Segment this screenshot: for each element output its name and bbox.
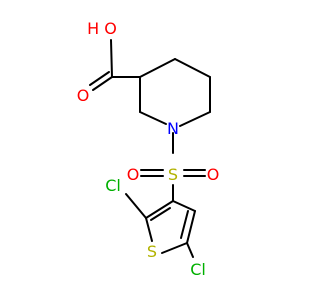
atom-label-nitrogen: N <box>167 119 179 138</box>
bond-c-oh <box>110 39 113 78</box>
bond-n-c2 <box>139 111 167 125</box>
bond-c5-c4-thiophene <box>186 210 196 244</box>
bond-c2-s-thiophene <box>145 217 153 242</box>
bond-c5-cl <box>186 242 194 258</box>
bond-c4-c5 <box>174 58 211 78</box>
atom-label-hydroxyl: H O <box>87 19 117 38</box>
atom-label-chlorine-left: Cl <box>105 176 121 195</box>
atom-label-chlorine-right: Cl <box>190 260 206 279</box>
atom-label-sulfonyl-sulfur: S <box>168 165 178 184</box>
atom-label-carbonyl-oxygen: O <box>77 86 90 105</box>
bond-c3-c4 <box>139 58 176 78</box>
bonds <box>89 39 211 258</box>
atom-label-sulfonyl-oxygen-right: O <box>207 165 220 184</box>
molecule-structure: H O O N S O O Cl S Cl <box>77 19 220 279</box>
bond-c3-c2-thiophene <box>145 200 174 219</box>
atom-label-thiophene-sulfur: S <box>147 242 157 261</box>
molecule-canvas: H O O N S O O Cl S Cl <box>76 19 220 279</box>
bond-c-o-double-2 <box>89 71 110 86</box>
atom-labels: H O O N S O O Cl S Cl <box>77 19 220 279</box>
bond-c2-cl <box>125 193 147 219</box>
bond-c3-c2-thiophene-double <box>150 207 171 221</box>
bond-c-o-double-1 <box>92 76 113 91</box>
bond-c4-c3-thiophene <box>172 200 196 212</box>
bond-c5-c4-thiophene-double <box>180 210 189 239</box>
bond-c6-n <box>179 111 211 127</box>
bond-s-c5-thiophene <box>161 242 188 254</box>
atom-label-sulfonyl-oxygen-left: O <box>127 165 140 184</box>
